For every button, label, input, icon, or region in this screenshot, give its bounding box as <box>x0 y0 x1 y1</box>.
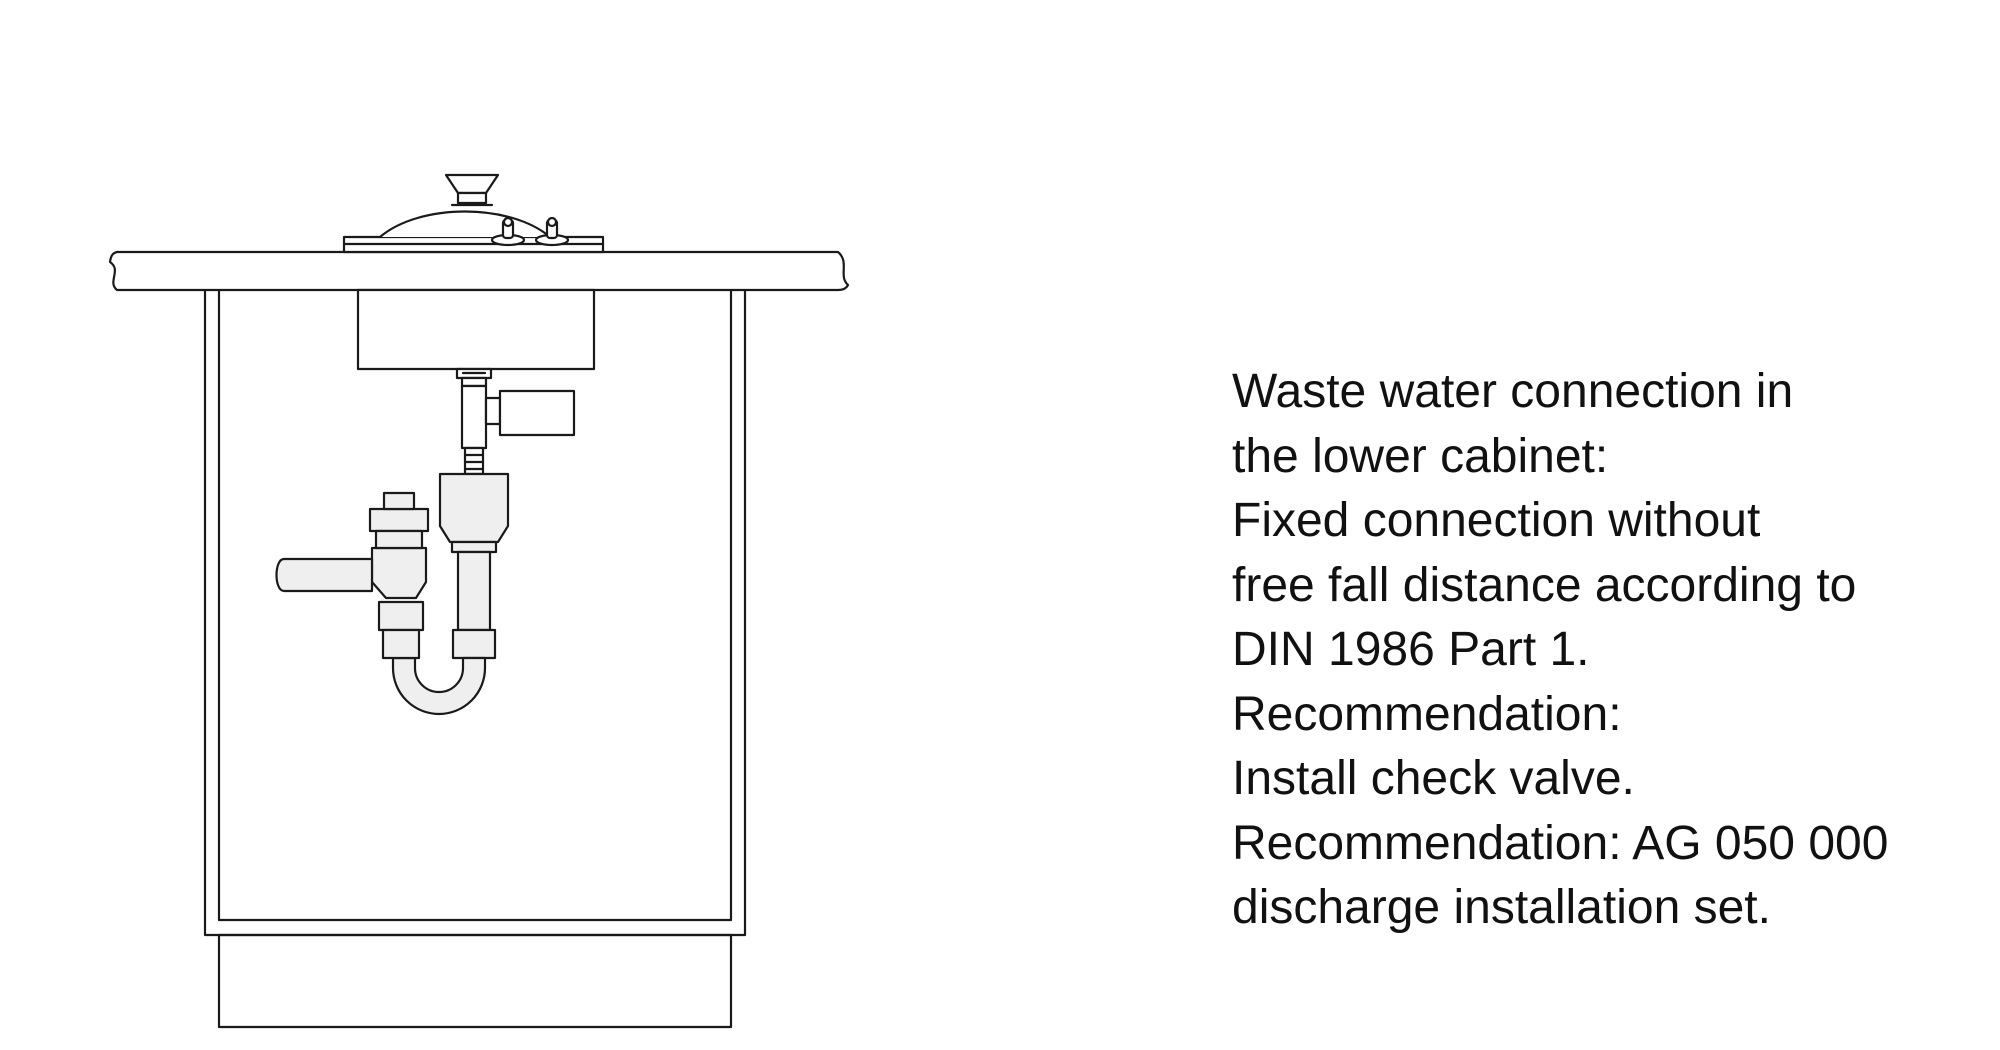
sink-lid <box>378 210 552 239</box>
siphon-trap <box>275 472 510 716</box>
caption-line-6: Recommendation: <box>1232 687 1622 741</box>
connection-caption: Waste water connection in the lower cabi… <box>1232 360 1972 941</box>
drain-outlet <box>455 367 502 450</box>
caption-line-3: Fixed connection without <box>1232 494 1761 547</box>
cabinet-plinth <box>217 933 733 1029</box>
caption-line-9: discharge installation set. <box>1232 881 1771 934</box>
sink-bowl <box>356 288 596 371</box>
caption-line-5: DIN 1986 Part 1. <box>1232 623 1590 676</box>
control-knobs <box>490 216 570 247</box>
caption-line-1: Waste water connection in <box>1232 365 1794 418</box>
caption-line-8: Recommendation: AG 050 000 <box>1232 816 1889 870</box>
caption-line-4: free fall distance according to <box>1232 558 1857 612</box>
caption-line-7: Install check valve. <box>1232 752 1635 805</box>
lid-handle <box>444 173 500 207</box>
threaded-connector <box>463 446 485 476</box>
worktop <box>108 250 850 292</box>
air-valve-box <box>498 389 576 437</box>
caption-line-2: the lower cabinet: <box>1232 429 1609 483</box>
